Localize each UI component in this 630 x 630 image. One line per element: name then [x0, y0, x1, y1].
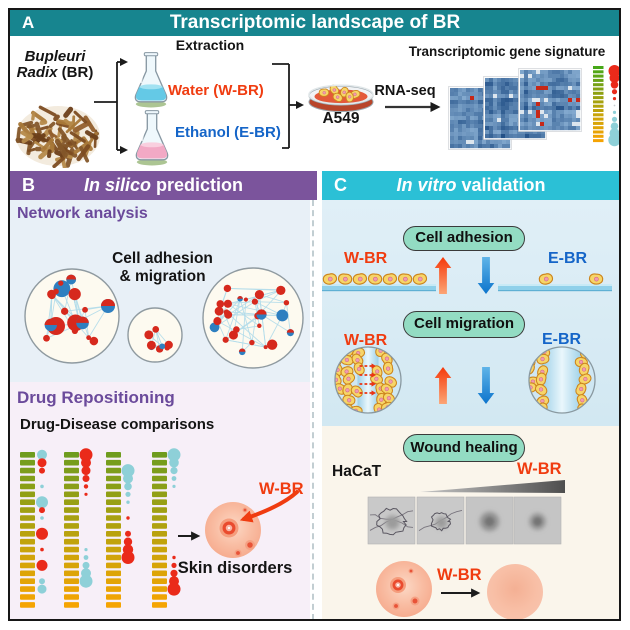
panel-b-title: In silico prediction — [83, 175, 244, 195]
ethanol-extract-label: Ethanol (E-BR) — [175, 124, 281, 141]
drug-heading: Drug Repositioning — [17, 388, 175, 407]
drug-caption: Drug-Disease comparisons — [20, 416, 215, 433]
network-diagram — [24, 268, 120, 364]
cell-adhesion-pill: Cell adhesion — [403, 226, 525, 251]
wbr-label-wound-bottom: W-BR — [437, 566, 482, 584]
migration-diagram — [528, 346, 596, 414]
adhesion-diagram — [322, 257, 612, 294]
drug-columns — [20, 448, 181, 608]
network-heading: Network analysis — [17, 205, 148, 222]
wbr-label-adhesion: W-BR — [344, 250, 388, 267]
expression-legend — [593, 65, 620, 147]
skin-disorders-label: Skin disorders — [177, 559, 293, 577]
panel-c-title: In vitro validation — [396, 175, 546, 195]
water-flask-icon — [134, 52, 168, 108]
panel-a-label: A — [22, 13, 35, 32]
rnaseq-label: RNA-seq — [374, 83, 436, 99]
network-caption-line2: & migration — [119, 268, 206, 285]
panel-divider — [312, 200, 314, 620]
source-plant-name-line1: Bupleuri — [24, 48, 86, 65]
wound-healing-pill: Wound healing — [403, 434, 525, 462]
network-diagram — [127, 307, 183, 363]
ebr-label-migration: E-BR — [542, 331, 582, 348]
skin-before-illustration — [376, 561, 432, 617]
wbr-pointer-arrow — [239, 490, 299, 523]
panel-c-header: C In vitro validation — [322, 171, 620, 200]
roots-photo — [15, 105, 100, 168]
drug-disease-graphics — [20, 448, 299, 608]
skin-disorder-illustration — [205, 502, 261, 558]
panel-b-header: B In silico prediction — [10, 171, 317, 200]
migration-arrows — [434, 367, 495, 404]
ebr-label-adhesion: E-BR — [548, 250, 588, 267]
culture-dish-icon — [308, 84, 374, 112]
skin-after-illustration — [487, 564, 543, 620]
panel-a-graphics — [15, 52, 620, 168]
wbr-label-migration: W-BR — [344, 332, 388, 349]
extraction-flow-arrows — [94, 57, 441, 155]
signature-label: Transcriptomic gene signature — [408, 44, 606, 59]
wound-healing-graphics — [367, 480, 565, 620]
wbr-label-drug: W-BR — [259, 480, 304, 498]
ethanol-flask-icon — [135, 110, 169, 166]
panel-a-header: A Transcriptomic landscape of BR — [10, 9, 620, 36]
figure-title: Transcriptomic landscape of BR — [169, 12, 461, 33]
adhesion-migration-graphics — [322, 257, 612, 414]
cell-migration-pill: Cell migration — [403, 311, 525, 338]
source-plant-name-line2: Radix (BR) — [16, 64, 94, 81]
hacat-label: HaCaT — [332, 463, 382, 480]
network-diagrams — [24, 267, 304, 369]
extraction-label: Extraction — [175, 37, 245, 53]
wbr-label-wound-top: W-BR — [517, 460, 562, 478]
water-extract-label: Water (W-BR) — [168, 82, 264, 99]
network-caption-line1: Cell adhesion — [112, 250, 213, 267]
migration-diagram — [334, 346, 402, 414]
dose-gradient-wedge — [420, 480, 565, 493]
panel-b-label: B — [22, 175, 35, 195]
network-diagram — [202, 267, 304, 369]
panel-c-label: C — [334, 175, 347, 195]
heatmap-stack — [448, 68, 582, 150]
cell-line-label: A549 — [322, 110, 360, 127]
wound-images — [367, 496, 562, 545]
